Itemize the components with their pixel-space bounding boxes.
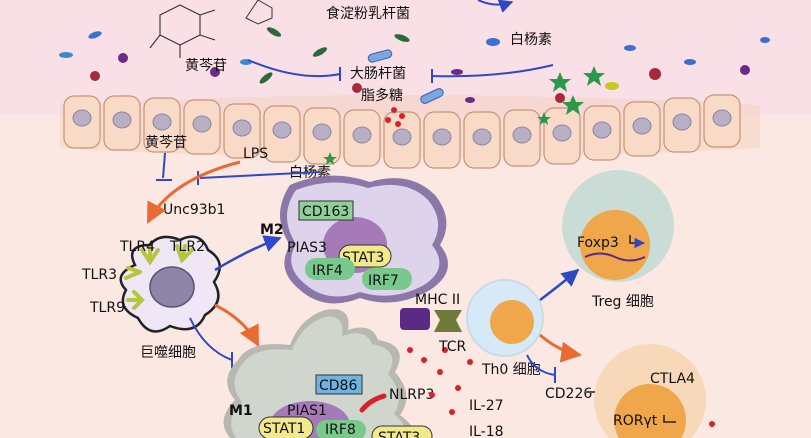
stat3-m1-pill: [371, 425, 433, 438]
th0-to-th17-arrow: [539, 333, 583, 363]
irf4-pill: [305, 258, 355, 280]
irf8-pill: [316, 420, 366, 438]
irf8-label: IRF8: [325, 422, 356, 438]
tlr4-label: TLR4: [119, 239, 155, 255]
th17-nucleus: [614, 384, 686, 438]
stat1-pill: [258, 416, 314, 438]
myricetin-lumen-label: 白杨素: [510, 32, 552, 48]
m2-title: M2: [260, 222, 284, 238]
myricetin-star-icons: [323, 66, 605, 165]
myricetin-to-ecoli-inhibition: [431, 64, 554, 78]
e-coli-label: 大肠杆菌: [350, 66, 406, 82]
pias1-label: PIAS1: [287, 403, 327, 419]
to-m1-arrow: [214, 303, 260, 347]
foxp3-promoter-arrow: [629, 235, 646, 249]
epithelium-layer: [60, 94, 760, 169]
macrophage-nucleus: [149, 266, 195, 308]
pias3-label: PIAS3: [287, 240, 327, 256]
lps-label: LPS: [243, 146, 268, 162]
m1-inhibition-line: [189, 317, 233, 361]
bacteria-icons: [59, 27, 770, 104]
flavone-structure-icon: [245, 0, 273, 25]
irf4-label: IRF4: [312, 263, 343, 279]
foxp3-label: Foxp3: [577, 235, 619, 251]
tcr-molecule: [434, 310, 462, 332]
tlr2-label: TLR2: [169, 239, 205, 255]
myricetin-inhibition-line: [199, 171, 321, 179]
th17-inhibition-line: [526, 354, 556, 376]
mhc-ii-label: MHC II: [415, 292, 460, 308]
nlrp3-icon: [359, 393, 387, 413]
tlr-receptor-icons: [124, 244, 194, 310]
stat3-m2-label: STAT3: [342, 250, 384, 266]
nlrp3-label: NLRP3: [389, 387, 434, 403]
irf7-pill: [362, 268, 412, 290]
rorgt-promoter-arrow: [663, 415, 676, 423]
baicalin-tissue-label: 黄芩苷: [145, 134, 187, 151]
lumen-top-arrow: [477, 0, 514, 13]
baicalin-lumen-label: 黄芩苷: [185, 57, 227, 74]
il27-label: IL-27: [469, 398, 504, 414]
rorgt-label: RORγt: [613, 413, 658, 429]
stat3-m1-label: STAT3: [378, 430, 420, 438]
lumen-background: [0, 0, 811, 115]
cd163-label: CD163: [302, 204, 349, 220]
lps-cn-label: 脂多糖: [361, 87, 403, 104]
cd86-marker-box: [315, 374, 363, 395]
il18-label: IL-18: [469, 424, 504, 438]
baicalin-inhibition-line: [162, 152, 166, 179]
macrophage-cell: [119, 235, 221, 333]
th0-label: Th0 细胞: [481, 362, 541, 378]
foxp3-dna-icon: [584, 252, 646, 262]
stat1-label: STAT1: [263, 421, 305, 437]
th0-nucleus: [490, 300, 534, 344]
cd226-label: CD226: [545, 386, 592, 402]
mhc-ii-molecule: [400, 308, 430, 330]
lactobacillus-label: 食淀粉乳杆菌: [326, 5, 410, 22]
cd163-marker-box: [298, 200, 354, 221]
to-m2-arrow: [214, 235, 282, 272]
cd86-label: CD86: [319, 378, 357, 394]
treg-nucleus: [580, 210, 650, 280]
baicalin-to-ecoli-inhibition: [247, 59, 341, 78]
m1-title: M1: [229, 403, 253, 419]
th0-to-treg-arrow: [539, 268, 580, 301]
macrophage-label: 巨噬细胞: [140, 345, 196, 361]
treg-label: Treg 细胞: [591, 294, 654, 310]
tcr-label: TCR: [438, 339, 467, 355]
irf7-label: IRF7: [368, 273, 399, 289]
lps-dots: [385, 107, 405, 127]
unc93b1-label: Unc93b1: [163, 202, 225, 218]
tlr3-label: TLR3: [81, 267, 117, 283]
lps-activation-arrow: [146, 160, 241, 224]
tlr9-label: TLR9: [89, 300, 125, 316]
ctla4-label: CTLA4: [650, 371, 695, 387]
glucoside-structure-icon: [149, 4, 216, 58]
